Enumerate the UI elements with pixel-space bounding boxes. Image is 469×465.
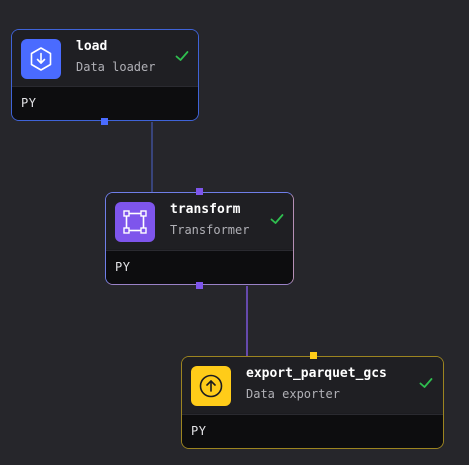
block-title: transform <box>170 202 241 217</box>
block-language: PY <box>21 96 37 110</box>
input-port[interactable] <box>196 188 203 195</box>
block-footer: PY <box>12 86 198 120</box>
block-icon-tile <box>21 39 61 79</box>
block-icon-tile <box>191 366 231 406</box>
block-transform[interactable]: transform Transformer PY <box>105 192 294 285</box>
block-header: transform Transformer <box>106 193 293 249</box>
block-header: export_parquet_gcs Data exporter <box>182 357 443 413</box>
check-icon <box>175 51 189 61</box>
output-port[interactable] <box>101 118 108 125</box>
block-footer: PY <box>182 414 443 448</box>
block-export-parquet-gcs[interactable]: export_parquet_gcs Data exporter PY <box>181 356 444 449</box>
block-load[interactable]: load Data loader PY <box>11 29 199 121</box>
block-type: Transformer <box>170 223 250 237</box>
download-icon <box>30 47 52 71</box>
upload-icon <box>199 374 223 398</box>
check-icon <box>270 214 284 224</box>
block-language: PY <box>115 260 131 274</box>
block-type: Data loader <box>76 60 156 74</box>
block-type: Data exporter <box>246 387 340 401</box>
block-language: PY <box>191 424 207 438</box>
check-icon <box>419 378 433 388</box>
block-title: load <box>76 39 108 54</box>
block-footer: PY <box>106 250 293 284</box>
block-header: load Data loader <box>12 30 198 86</box>
input-port[interactable] <box>310 352 317 359</box>
transform-square-icon <box>123 210 147 234</box>
block-icon-tile <box>115 202 155 242</box>
block-title: export_parquet_gcs <box>246 366 387 381</box>
output-port[interactable] <box>196 282 203 289</box>
